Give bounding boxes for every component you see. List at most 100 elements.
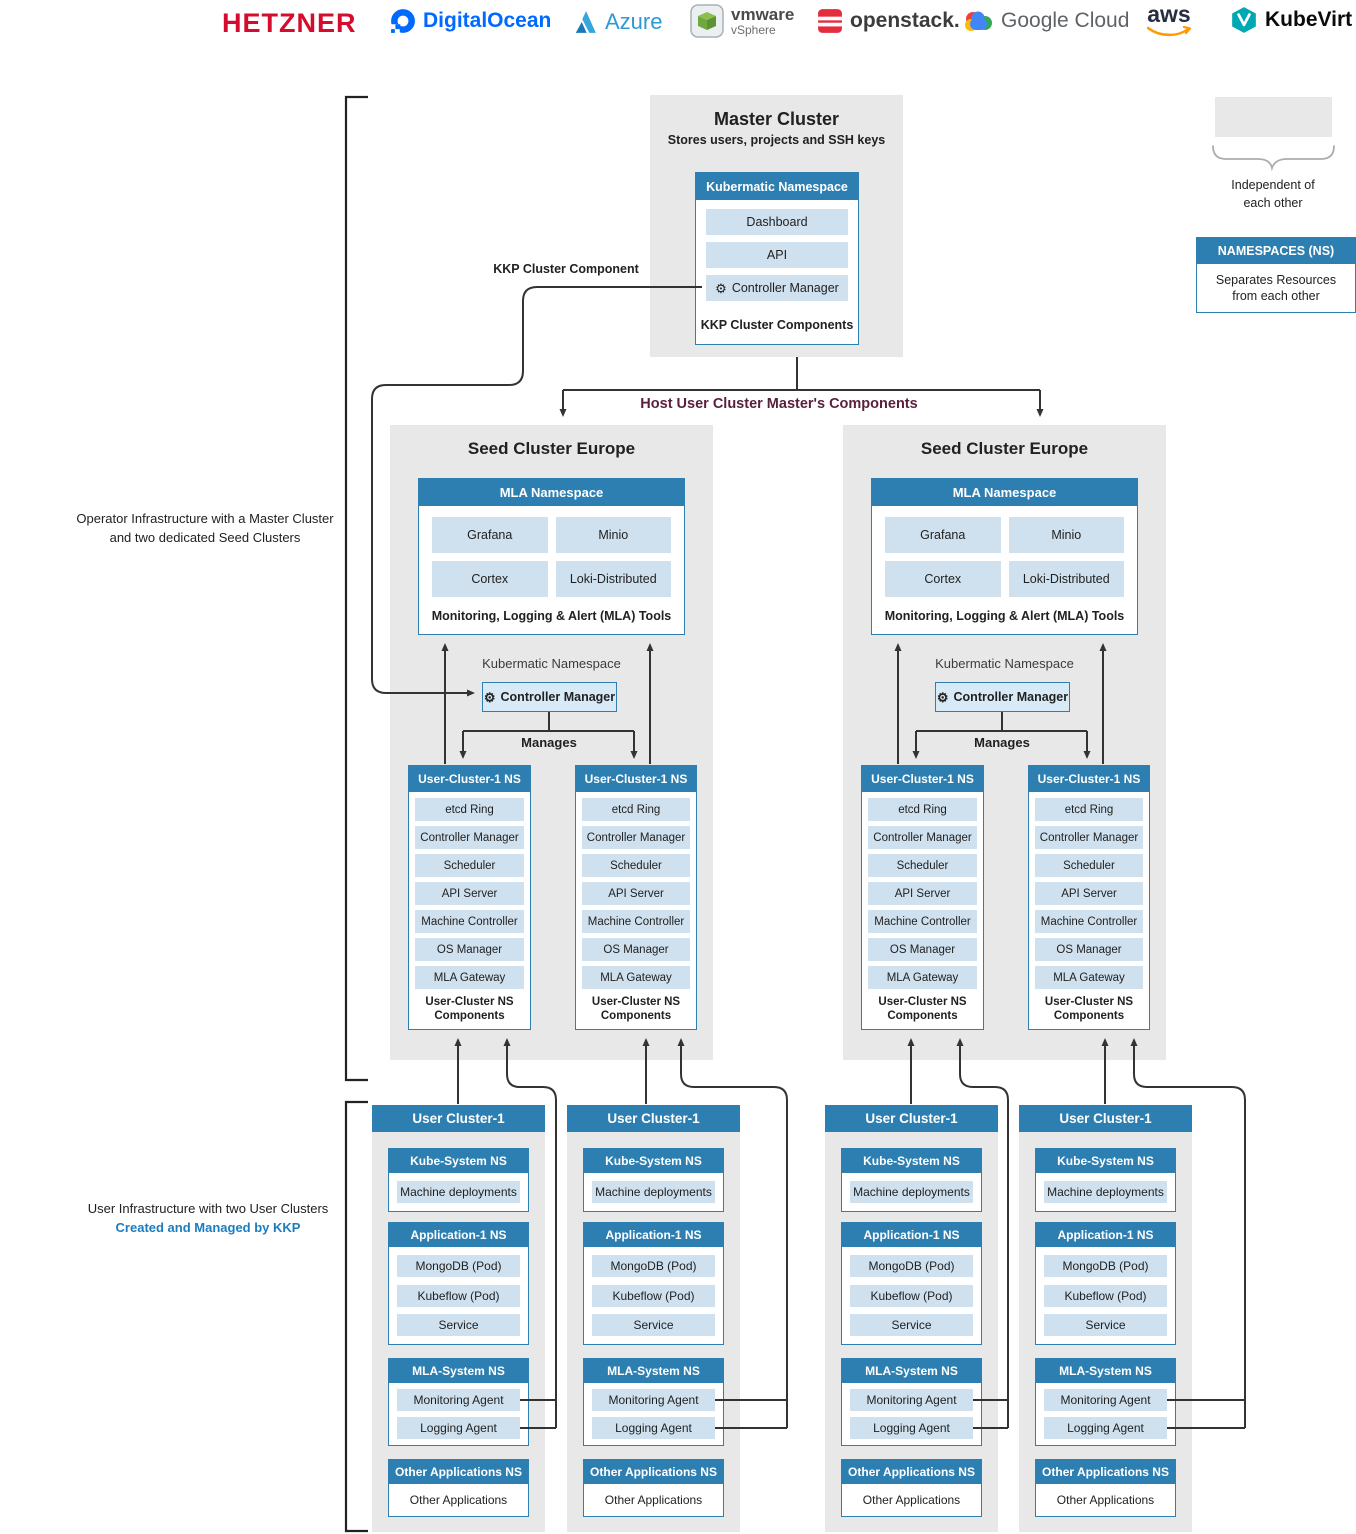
azure-logo: Azure <box>572 9 662 35</box>
mla-system-ns-header: MLA-System NS <box>842 1359 981 1383</box>
kubevirt-logo-text: KubeVirt <box>1265 8 1353 31</box>
kubermatic-namespace-header: Kubermatic Namespace <box>696 173 858 200</box>
operator-note-line2: and two dedicated Seed Clusters <box>109 529 301 545</box>
mla-namespace-box: MLA Namespace Grafana Minio Cortex Loki-… <box>418 478 685 635</box>
kubermatic-namespace-box: Kubermatic Namespace Dashboard API ⚙ Con… <box>695 172 859 345</box>
ns-item-controller-manager: Controller Manager <box>868 826 977 849</box>
user-cluster-ns-box: User-Cluster-1 NS etcd Ring Controller M… <box>408 765 531 1030</box>
mla-item-loki: Loki-Distributed <box>1008 561 1124 597</box>
operator-infrastructure-note: Operator Infrastructure with a Master Cl… <box>55 510 355 548</box>
legend-gray-swatch <box>1215 97 1332 137</box>
namespaces-legend-body: Separates Resources from each other <box>1215 272 1337 303</box>
user-cluster-panel-3: User Cluster-1 Kube-System NS Machine de… <box>825 1105 998 1532</box>
kube-system-ns-box: Kube-System NS Machine deployments <box>1035 1148 1176 1212</box>
seed-cluster-title: Seed Cluster Europe <box>467 439 636 458</box>
service-item: Service <box>1044 1314 1167 1337</box>
ns-item-etcd: etcd Ring <box>582 798 690 821</box>
mongodb-pod-item: MongoDB (Pod) <box>397 1254 520 1277</box>
ns-footer: User-Cluster NS Components <box>1044 995 1134 1022</box>
openstack-logo: openstack. <box>817 8 960 34</box>
master-cluster-subtitle: Stores users, projects and SSH keys <box>667 133 886 147</box>
seed-controller-manager-label: Controller Manager <box>500 690 616 704</box>
mla-system-ns-header: MLA-System NS <box>1036 1359 1175 1383</box>
machine-deployments-item: Machine deployments <box>397 1181 520 1203</box>
mla-item-loki: Loki-Distributed <box>555 561 671 597</box>
application-ns-header: Application-1 NS <box>1036 1223 1175 1247</box>
gear-icon: ⚙ <box>483 689 496 705</box>
azure-icon <box>575 11 596 33</box>
user-cluster-ns-header: User-Cluster-1 NS <box>576 766 696 792</box>
mla-system-ns-header: MLA-System NS <box>389 1359 528 1383</box>
other-applications-ns-box: Other Applications NS Other Applications <box>1035 1459 1176 1517</box>
user-cluster-ns-header: User-Cluster-1 NS <box>862 766 983 792</box>
kubermatic-namespace-label: Kubermatic Namespace <box>482 656 621 671</box>
seed-controller-manager: ⚙ Controller Manager <box>935 682 1070 712</box>
user-cluster-panel-2: User Cluster-1 Kube-System NS Machine de… <box>567 1105 740 1532</box>
mla-item-grafana: Grafana <box>432 517 548 553</box>
machine-deployments-item: Machine deployments <box>850 1181 973 1203</box>
seed-controller-manager-label: Controller Manager <box>953 690 1069 704</box>
aws-smile-icon <box>1146 26 1192 37</box>
ns-item-api-server: API Server <box>415 882 524 905</box>
ns-item-controller-manager: Controller Manager <box>1035 826 1143 849</box>
seed-controller-manager: ⚙ Controller Manager <box>482 682 617 712</box>
operator-bracket <box>344 95 368 1082</box>
seed-cluster-title: Seed Cluster Europe <box>920 439 1089 458</box>
other-applications-ns-header: Other Applications NS <box>842 1460 981 1484</box>
kubevirt-logo: KubeVirt <box>1230 6 1352 34</box>
ns-item-api-server: API Server <box>868 882 977 905</box>
ns-item-etcd: etcd Ring <box>415 798 524 821</box>
monitoring-agent-item: Monitoring Agent <box>1044 1389 1167 1411</box>
ns-footer: User-Cluster NS Components <box>425 995 514 1022</box>
ns-item-mla-gateway: MLA Gateway <box>415 966 524 989</box>
aws-logo: aws <box>1146 3 1192 38</box>
monitoring-agent-item: Monitoring Agent <box>850 1389 973 1411</box>
mla-footer: Monitoring, Logging & Alert (MLA) Tools <box>884 608 1125 623</box>
ns-item-controller-manager: Controller Manager <box>415 826 524 849</box>
kubermatic-namespace-label: Kubermatic Namespace <box>935 656 1074 671</box>
user-cluster-ns-header: User-Cluster-1 NS <box>409 766 530 792</box>
mla-system-ns-box: MLA-System NS Monitoring Agent Logging A… <box>841 1358 982 1446</box>
ns-item-mla-gateway: MLA Gateway <box>868 966 977 989</box>
user-cluster-ns-box: User-Cluster-1 NS etcd Ring Controller M… <box>1028 765 1150 1030</box>
provider-logo-bar: HETZNER DigitalOcean Azure vmware vSpher… <box>0 0 1356 46</box>
monitoring-agent-item: Monitoring Agent <box>592 1389 715 1411</box>
mla-item-minio: Minio <box>1008 517 1124 553</box>
logging-agent-item: Logging Agent <box>592 1417 715 1439</box>
openstack-icon <box>818 9 842 33</box>
kube-system-ns-header: Kube-System NS <box>389 1149 528 1173</box>
ns-item-etcd: etcd Ring <box>868 798 977 821</box>
mla-item-cortex: Cortex <box>432 561 548 597</box>
hetzner-logo: HETZNER <box>222 8 357 39</box>
kubeflow-pod-item: Kubeflow (Pod) <box>397 1284 520 1307</box>
master-cluster-title: Master Cluster <box>713 109 840 129</box>
mongodb-pod-item: MongoDB (Pod) <box>592 1254 715 1277</box>
mla-system-ns-box: MLA-System NS Monitoring Agent Logging A… <box>1035 1358 1176 1446</box>
other-applications-item: Other Applications <box>862 1493 961 1507</box>
application-ns-header: Application-1 NS <box>584 1223 723 1247</box>
mla-footer: Monitoring, Logging & Alert (MLA) Tools <box>431 608 672 623</box>
vsphere-logo-text: vSphere <box>731 22 776 37</box>
ns-item-etcd: etcd Ring <box>1035 798 1143 821</box>
ns-footer: User-Cluster NS Components <box>878 995 967 1022</box>
ns-item-scheduler: Scheduler <box>582 854 690 877</box>
ns-item-os-manager: OS Manager <box>415 938 524 961</box>
ns-item-machine-controller: Machine Controller <box>582 910 690 933</box>
application-ns-box: Application-1 NS MongoDB (Pod) Kubeflow … <box>1035 1222 1176 1345</box>
mla-item-minio: Minio <box>555 517 671 553</box>
gear-icon: ⚙ <box>936 689 949 705</box>
ns-item-scheduler: Scheduler <box>415 854 524 877</box>
kube-system-ns-header: Kube-System NS <box>584 1149 723 1173</box>
ns-item-mla-gateway: MLA Gateway <box>1035 966 1143 989</box>
master-footer: KKP Cluster Components <box>700 318 854 332</box>
master-dashboard-item: Dashboard <box>706 209 848 235</box>
mongodb-pod-item: MongoDB (Pod) <box>1044 1254 1167 1277</box>
service-item: Service <box>592 1314 715 1337</box>
monitoring-agent-item: Monitoring Agent <box>397 1389 520 1411</box>
ns-item-api-server: API Server <box>582 882 690 905</box>
user-note-line1: User Infrastructure with two User Cluste… <box>87 1201 329 1216</box>
google-cloud-icon <box>965 11 992 31</box>
other-applications-ns-box: Other Applications NS Other Applications <box>841 1459 982 1517</box>
logging-agent-item: Logging Agent <box>397 1417 520 1439</box>
master-controller-manager-item: ⚙ Controller Manager <box>706 275 848 301</box>
